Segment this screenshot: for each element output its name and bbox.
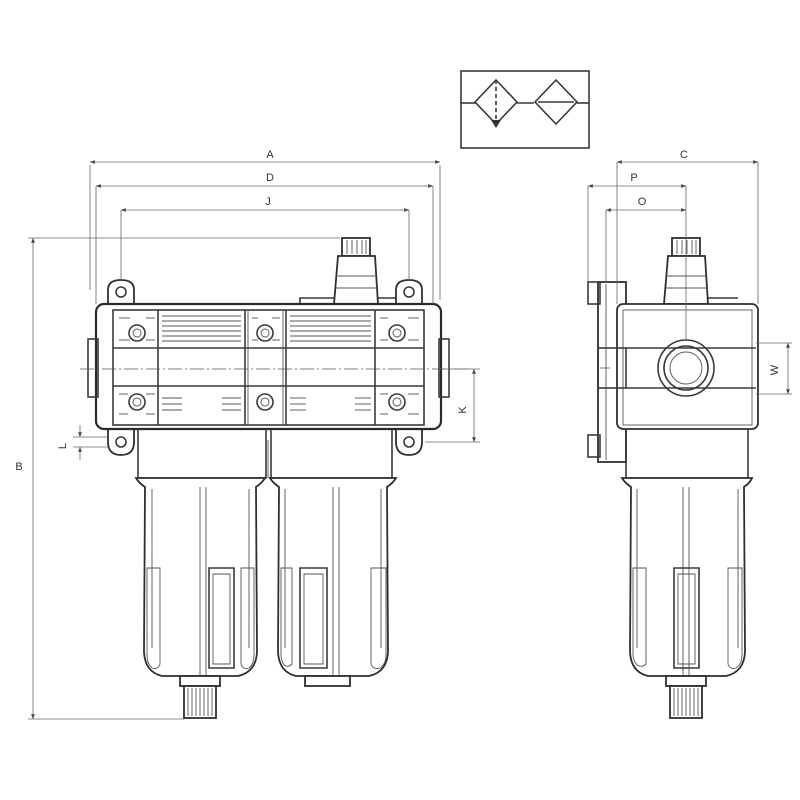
bottom-mount-bracket: [107, 428, 423, 456]
side-top-fitting: [663, 237, 738, 305]
dim-label-o: O: [638, 196, 647, 208]
dim-label-a: A: [266, 149, 274, 161]
side-body: [616, 303, 759, 430]
front-view: [80, 237, 470, 719]
front-dimensions: A D J B K L: [15, 149, 480, 720]
dim-label-l: L: [57, 443, 69, 449]
side-drain-valve: [665, 675, 707, 719]
dim-label-c: C: [680, 149, 688, 161]
dim-label-w: W: [769, 364, 781, 375]
dim-label-b: B: [15, 461, 22, 473]
body-bolts: [128, 324, 406, 411]
lubricator-symbol: [533, 78, 579, 126]
body-block: [80, 302, 470, 431]
side-dimensions: C P O W: [587, 149, 792, 395]
side-view: [587, 237, 759, 719]
side-port: [600, 339, 756, 397]
filter-symbol: [473, 78, 519, 128]
dim-label-j: J: [265, 196, 271, 208]
drain-valve: [179, 675, 221, 719]
lubricator-bowl: [268, 477, 398, 687]
dim-label-d: D: [266, 172, 274, 184]
top-fitting: [299, 237, 402, 305]
pneumatic-symbol: [460, 70, 590, 149]
bowl-necks: [137, 429, 393, 479]
dim-label-k: K: [457, 406, 469, 414]
side-bowl: [620, 477, 754, 677]
filter-bowl: [134, 477, 267, 719]
dim-label-p: P: [630, 172, 637, 184]
